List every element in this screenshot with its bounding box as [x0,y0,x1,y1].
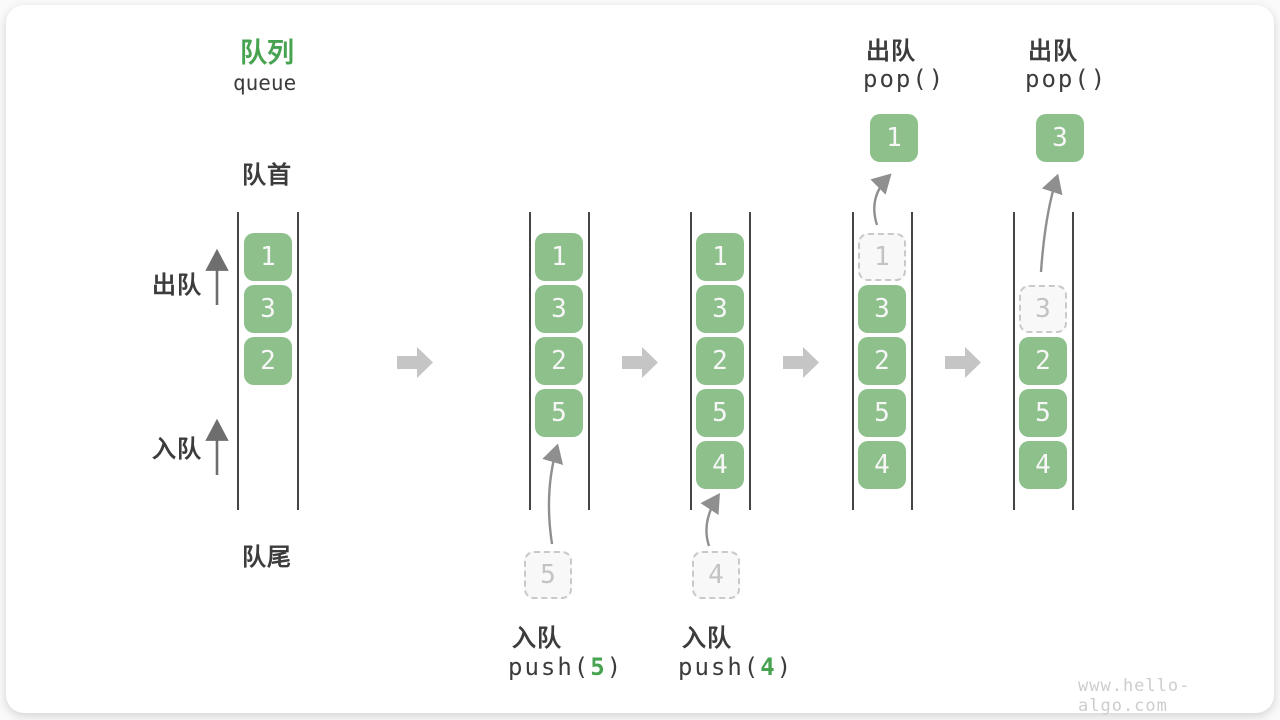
queue3-incoming-ghost-cell: 4 [692,551,740,599]
queue3-right-wall [749,212,751,510]
push-fn-close: ) [606,653,624,681]
queue2-cell: 5 [535,389,583,437]
push-fn-text: push( [508,653,591,681]
queue2-right-wall [588,212,590,510]
queue4-cell: 3 [858,285,906,333]
queue3-cell: 3 [696,285,744,333]
label-enqueue-op-1: 入队 [512,624,562,652]
queue3-cell: 5 [696,389,744,437]
queue3-left-wall [690,212,692,510]
label-dequeue-op-1: 出队 [866,37,916,65]
queue1-cell: 1 [244,233,292,281]
queue1-left-wall [237,212,239,510]
push-arg: 5 [590,653,607,681]
push-fn-close: ) [776,653,794,681]
queue5-cell: 2 [1019,337,1067,385]
label-push4-call: push(4) [678,653,793,681]
queue3-cell: 4 [696,441,744,489]
queue5-right-wall [1072,212,1074,510]
label-push5-call: push(5) [508,653,623,681]
diagram-card [6,5,1274,713]
queue1-cell: 2 [244,337,292,385]
queue2-incoming-ghost-cell: 5 [524,551,572,599]
queue5-cell: 5 [1019,389,1067,437]
push-arg: 4 [760,653,777,681]
queue5-removed-ghost-cell: 3 [1019,285,1067,333]
push-fn-text: push( [678,653,761,681]
queue2-cell: 1 [535,233,583,281]
queue3-cell: 1 [696,233,744,281]
label-pop-call-1: pop() [863,65,946,93]
queue4-cell: 5 [858,389,906,437]
page-subtitle: queue [233,71,297,95]
queue1-right-wall [297,212,299,510]
page-title: 队列 [240,38,294,69]
label-dequeue-side: 出队 [152,271,202,299]
label-enqueue-side: 入队 [152,435,202,463]
queue5-popped-cell: 3 [1036,114,1084,162]
queue2-cell: 3 [535,285,583,333]
queue4-popped-cell: 1 [870,114,918,162]
label-queue-rear: 队尾 [242,543,292,571]
queue2-left-wall [529,212,531,510]
queue4-removed-ghost-cell: 1 [858,233,906,281]
queue5-left-wall [1013,212,1015,510]
queue5-cell: 4 [1019,441,1067,489]
queue1-cell: 3 [244,285,292,333]
label-enqueue-op-2: 入队 [682,624,732,652]
label-queue-front: 队首 [242,161,292,189]
queue2-cell: 2 [535,337,583,385]
watermark: www.hello-algo.com [1078,676,1191,716]
queue4-right-wall [911,212,913,510]
queue4-cell: 2 [858,337,906,385]
label-pop-call-2: pop() [1025,65,1108,93]
label-dequeue-op-2: 出队 [1028,37,1078,65]
queue3-cell: 2 [696,337,744,385]
queue4-left-wall [852,212,854,510]
queue4-cell: 4 [858,441,906,489]
